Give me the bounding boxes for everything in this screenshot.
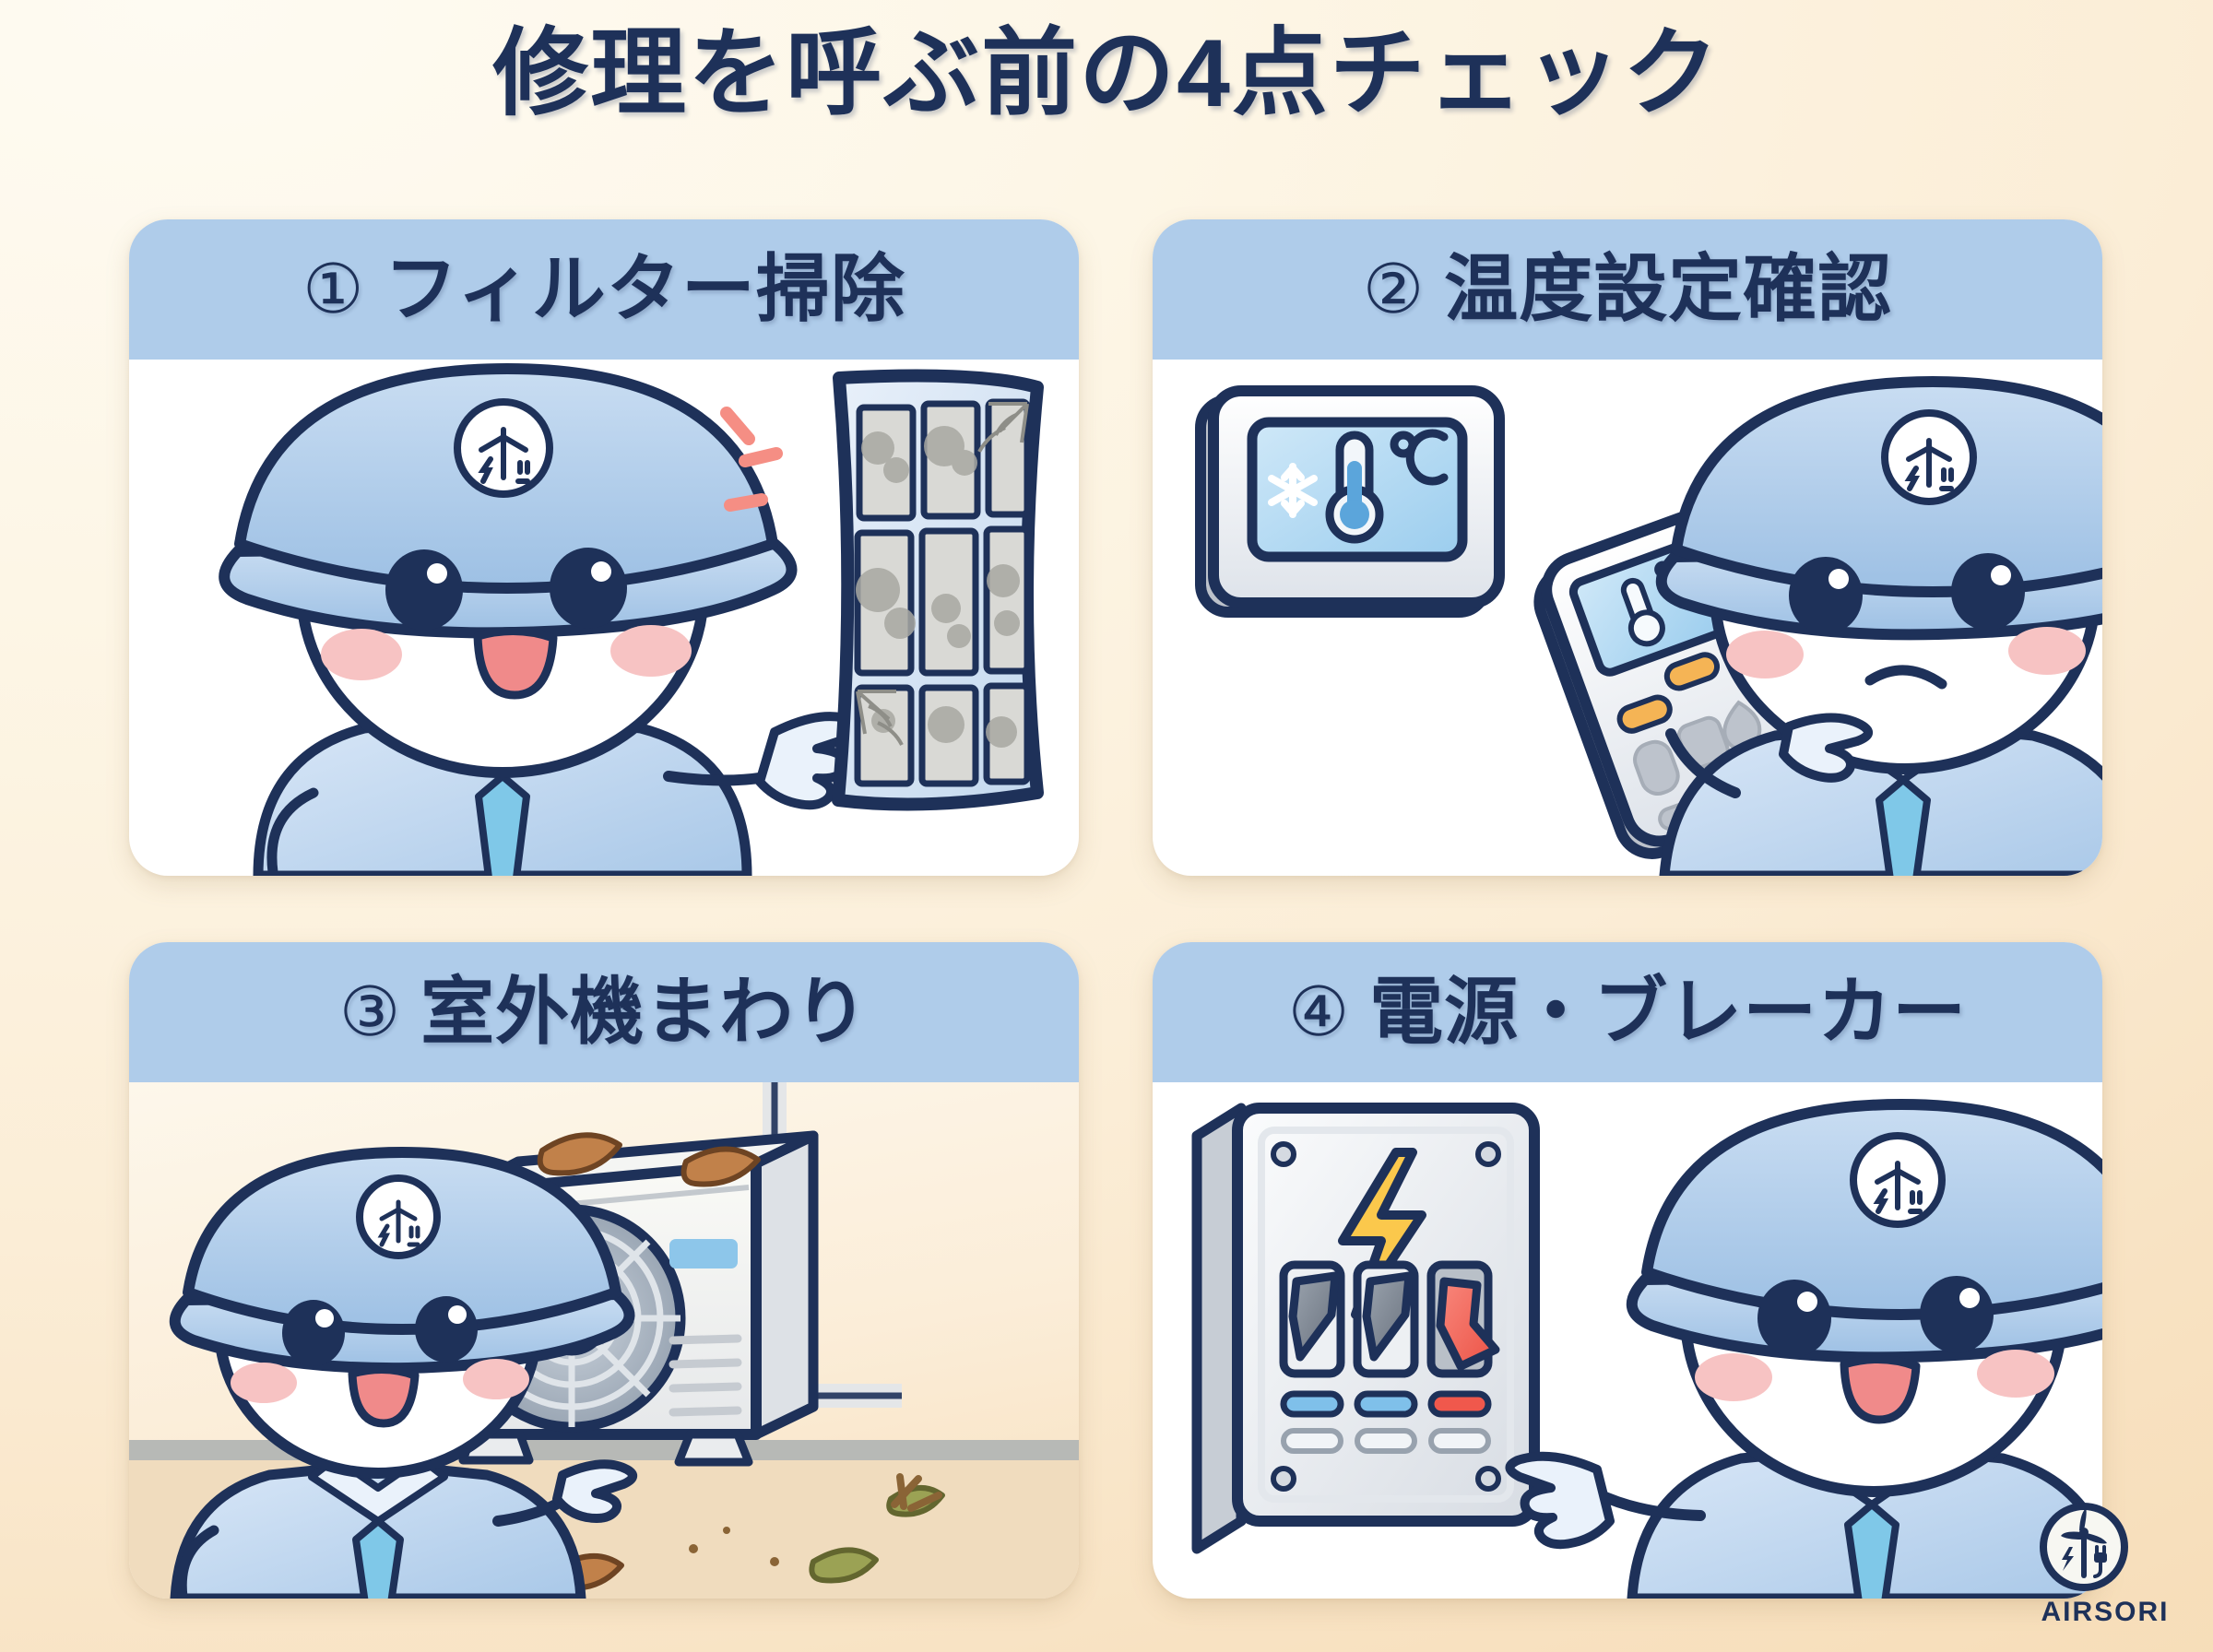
- panel-4-title: 電源・ブレーカー: [1369, 971, 1968, 1053]
- mascot-character: [169, 1147, 637, 1599]
- blush-left: [321, 629, 402, 680]
- eye-left: [1789, 557, 1863, 634]
- blush-right: [1977, 1350, 2054, 1398]
- panel-4-header: ④ 電源・ブレーカー: [1153, 942, 2102, 1082]
- checklist-panel-3[interactable]: ③ 室外機まわり: [129, 942, 1079, 1599]
- mouth: [1840, 1354, 1921, 1424]
- checklist-panel-1[interactable]: ① フィルター掃除: [129, 219, 1079, 876]
- panel-4-number: ④: [1287, 974, 1350, 1050]
- eye-left: [1757, 1280, 1831, 1357]
- temperature-check-scene: [1195, 376, 2102, 876]
- label-slots: [1281, 1428, 1491, 1454]
- panel-1-illustration: [129, 360, 1079, 876]
- mouth: [1864, 665, 1947, 690]
- thermometer-icon: [1325, 431, 1384, 544]
- eye-right: [415, 1296, 478, 1363]
- panel-2-number: ②: [1362, 251, 1425, 327]
- mascot-character: [219, 363, 865, 876]
- panel-1-header: ① フィルター掃除: [129, 219, 1079, 360]
- corner-screws: [1271, 1141, 1501, 1492]
- panel-1-title: フィルター掃除: [384, 248, 905, 330]
- checklist-panel-2[interactable]: ② 温度設定確認: [1153, 219, 2102, 876]
- blush-left: [231, 1363, 297, 1403]
- mouth: [348, 1364, 420, 1428]
- blush-left: [1726, 631, 1804, 678]
- breaker-box[interactable]: [1191, 1103, 1540, 1554]
- page-title-wrap: 修理を呼ぶ前の4点チェック: [0, 20, 2213, 127]
- eye-right: [1920, 1276, 1994, 1353]
- blush-right: [2008, 627, 2086, 675]
- breaker-switch-1[interactable]: [1279, 1260, 1345, 1378]
- debris-specks: [498, 1504, 779, 1566]
- eye-left: [282, 1300, 345, 1366]
- page-title: 修理を呼ぶ前の4点チェック: [492, 20, 1721, 127]
- unit-label: [669, 1239, 738, 1268]
- mascot-character: [1655, 376, 2102, 876]
- dirty-filter: [832, 369, 1044, 811]
- cobwebs: [856, 402, 1029, 746]
- blush-right: [610, 625, 692, 677]
- panel-3-header: ③ 室外機まわり: [129, 942, 1079, 1082]
- airsori-logo-mark: [2040, 1503, 2128, 1591]
- snowflake-icon: [1268, 463, 1318, 518]
- blush-left: [1695, 1353, 1772, 1401]
- panel-2-header: ② 温度設定確認: [1153, 219, 2102, 360]
- panel-4-illustration: [1153, 1082, 2102, 1599]
- panel-2-illustration: [1153, 360, 2102, 876]
- blush-right: [463, 1359, 529, 1399]
- mascot-character: [1505, 1099, 2102, 1599]
- indicator-bars: [1280, 1390, 1492, 1418]
- pointing-hand: [1505, 1451, 1615, 1550]
- panel-3-illustration: [129, 1082, 1079, 1599]
- checklist-grid: ① フィルター掃除: [129, 219, 2102, 1599]
- unit-vents: [669, 1334, 742, 1417]
- ground-line: [129, 1440, 1079, 1460]
- eye-right: [1951, 553, 2025, 631]
- panel-3-title: 室外機まわり: [420, 971, 870, 1053]
- breaker-switch-3-tripped[interactable]: [1426, 1260, 1500, 1378]
- mouth: [473, 627, 558, 700]
- filter-cleaning-scene: [219, 363, 1044, 876]
- eye-right: [550, 548, 627, 629]
- remote-thermometer-icon: [1620, 577, 1665, 647]
- dust-blobs: [856, 426, 1020, 748]
- thinking-hand: [1779, 713, 1873, 783]
- breaker-check-scene: [1191, 1099, 2102, 1599]
- degree-celsius-label: [1390, 429, 1449, 486]
- panel-1-number: ①: [302, 251, 364, 327]
- pointing-hand: [552, 1459, 637, 1523]
- remote-button-up: [1663, 652, 1721, 691]
- thermostat-panel[interactable]: [1195, 385, 1505, 618]
- brand-logo: AIRSORI: [2036, 1499, 2174, 1628]
- breaker-switch-2[interactable]: [1353, 1260, 1419, 1378]
- panel-2-title: 温度設定確認: [1444, 248, 1893, 330]
- brand-logo-wordmark: AIRSORI: [2041, 1597, 2170, 1627]
- outdoor-unit-scene: [129, 1082, 1079, 1599]
- checklist-panel-4[interactable]: ④ 電源・ブレーカー: [1153, 942, 2102, 1599]
- panel-3-number: ③: [338, 974, 401, 1050]
- emphasis-lines: [720, 407, 783, 512]
- eye-left: [385, 549, 463, 631]
- remote-button-down: [1616, 694, 1673, 734]
